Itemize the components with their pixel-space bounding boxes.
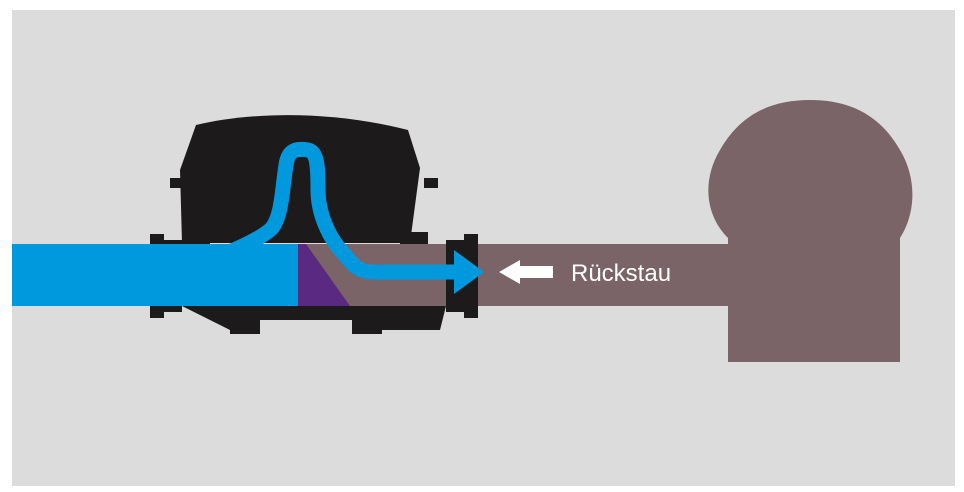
sewer-shaft (708, 100, 913, 362)
arrow-left-icon (499, 260, 553, 284)
check-flap (298, 244, 350, 306)
flow-arrowhead (454, 250, 484, 294)
backflow-label: Rückstau (571, 260, 671, 287)
water-inlet-pipe (12, 244, 298, 306)
water-flow-path (207, 141, 466, 280)
